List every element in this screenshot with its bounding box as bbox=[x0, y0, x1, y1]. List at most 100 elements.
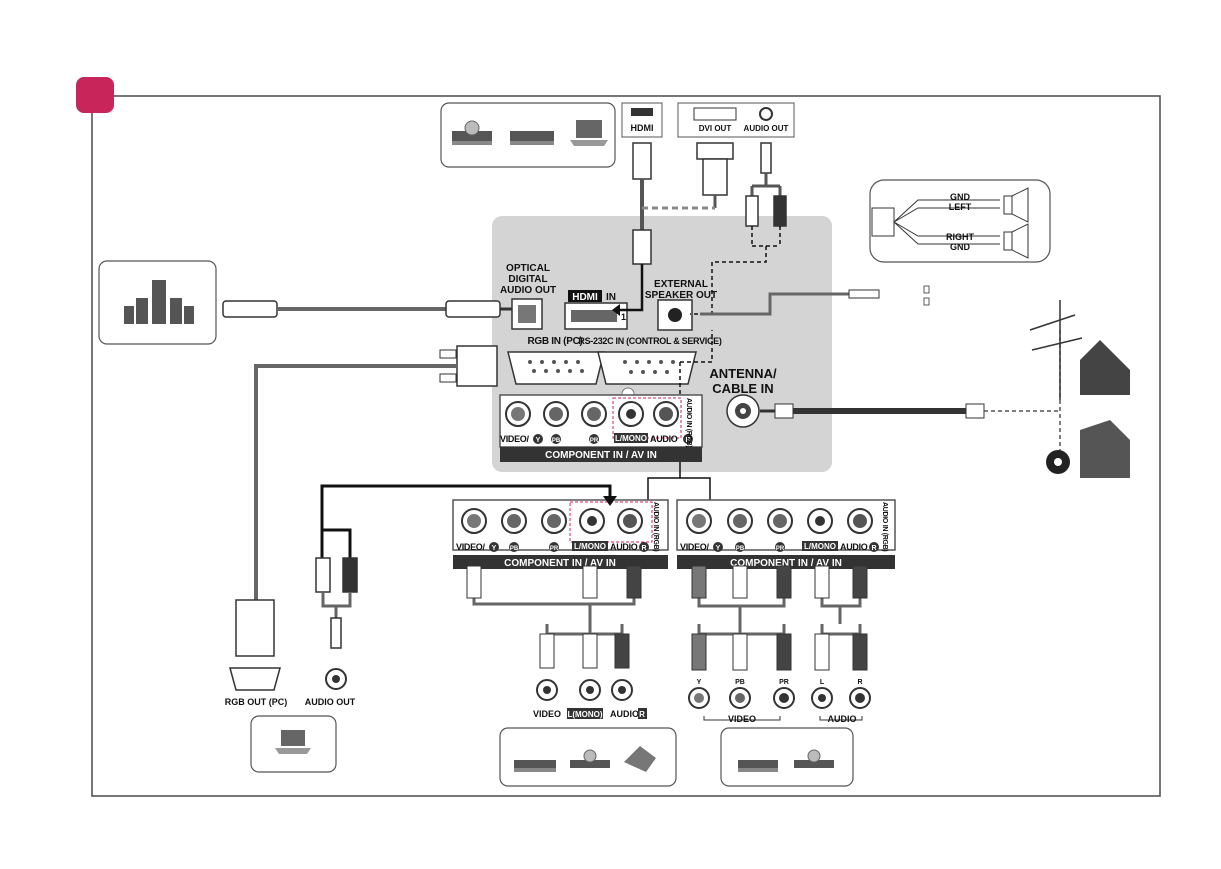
comp-source-y-label: Y bbox=[697, 679, 702, 686]
building-icon bbox=[1080, 420, 1130, 478]
av-lmono-box bbox=[572, 541, 608, 551]
comp-bar bbox=[677, 555, 895, 569]
hdmi-logo-box bbox=[568, 290, 602, 302]
comp-source-pb-label: PB bbox=[735, 679, 745, 686]
av-bar bbox=[453, 555, 668, 569]
comp-pb-dot bbox=[735, 542, 745, 552]
comp-y-dot bbox=[713, 542, 723, 552]
optical-port-inner bbox=[518, 305, 536, 323]
source-hdmi-port bbox=[631, 108, 653, 116]
tv-lmono-box bbox=[614, 433, 648, 443]
rs232-pins bbox=[623, 360, 675, 374]
av-r-label: R bbox=[641, 545, 646, 552]
left-speaker-icon bbox=[1003, 187, 1029, 223]
comp-source-video-label: VIDEO bbox=[728, 714, 756, 724]
tv-audio-in-rgb-label: AUDIO IN (RGB) bbox=[685, 398, 692, 447]
ext-speaker-label-2: SPEAKER OUT bbox=[645, 290, 717, 301]
comp-source-pr-label: PR bbox=[779, 679, 789, 686]
av-y-dot bbox=[489, 542, 499, 552]
av-source-audio-label: AUDIO bbox=[610, 709, 639, 719]
hdmi-cable bbox=[612, 142, 652, 316]
antenna-label-1: ANTENNA/ bbox=[709, 366, 777, 381]
antenna-label-2: CABLE IN bbox=[712, 381, 773, 396]
comp-pr-dot bbox=[775, 542, 785, 552]
av-source-lmono-label: L(MONO) bbox=[567, 710, 602, 719]
rgb-in-label: RGB IN (PC) bbox=[527, 336, 582, 347]
tv-y-label: Y bbox=[536, 437, 541, 444]
av-strip-jacks bbox=[461, 508, 643, 534]
component-source-jacks bbox=[688, 687, 871, 709]
settop-box-icon bbox=[510, 131, 554, 145]
video-bracket bbox=[703, 716, 781, 721]
tv-y-dot bbox=[533, 434, 543, 444]
av-bar-label: COMPONENT IN / AV IN bbox=[504, 558, 616, 569]
step-badge bbox=[76, 77, 114, 113]
tv-pb-label: PB bbox=[552, 438, 561, 444]
gnd-left-label-2: LEFT bbox=[949, 202, 972, 212]
pc-laptop-icon bbox=[275, 730, 311, 754]
house-icon bbox=[1080, 340, 1130, 395]
optical-label-2: DIGITAL bbox=[508, 274, 547, 285]
audio-source-cable bbox=[745, 142, 787, 227]
audio-dashed-route bbox=[711, 226, 781, 314]
gnd-left-label-1: GND bbox=[950, 192, 971, 202]
tv-audio-label: AUDIO bbox=[650, 434, 678, 444]
comp-bar-label: COMPONENT IN / AV IN bbox=[730, 558, 842, 569]
component-strip-jacks bbox=[686, 508, 873, 534]
right-gnd-label-2: GND bbox=[950, 242, 971, 252]
speaker-system-icon bbox=[124, 280, 194, 324]
av-audio-label: AUDIO bbox=[610, 542, 638, 552]
ext-speaker-jack bbox=[668, 308, 682, 322]
rs232-label: RS-232C IN (CONTROL & SERVICE) bbox=[578, 336, 721, 346]
comp-source-audio-label: AUDIO bbox=[828, 714, 857, 724]
dvi-cable bbox=[696, 142, 734, 208]
pc-rgb-out-port bbox=[229, 667, 281, 691]
comp-pr-label: PR bbox=[776, 546, 785, 552]
hdmi-in-label: IN bbox=[606, 292, 616, 303]
tv-pr-dot bbox=[589, 434, 599, 444]
source-hdmi-label: HDMI bbox=[631, 123, 654, 133]
tv-component-splitter bbox=[647, 462, 711, 500]
speaker-plug-zoom bbox=[871, 207, 895, 237]
comp-audio-label: AUDIO bbox=[840, 542, 868, 552]
optical-cable bbox=[222, 300, 512, 318]
tv-lmono-label: L/MONO bbox=[615, 434, 647, 443]
component-source-cables bbox=[697, 598, 862, 636]
comp-r-label: R bbox=[871, 545, 876, 552]
av-pb-label: PB bbox=[510, 546, 519, 552]
comp-source-r-label: R bbox=[857, 679, 862, 686]
antenna-icon bbox=[1029, 300, 1083, 400]
comp-r-dot bbox=[869, 542, 879, 552]
right-speaker-icon bbox=[1003, 223, 1029, 259]
camcorder-icon bbox=[624, 746, 656, 772]
comp-audio-in-rgb-label: AUDIO IN (RGB) bbox=[881, 502, 888, 551]
pc-audio-cable bbox=[315, 484, 617, 649]
component-strip-plugs bbox=[691, 565, 868, 671]
optical-label-1: OPTICAL bbox=[506, 263, 550, 274]
comp-lmono-box bbox=[802, 541, 838, 551]
av-source-video-label: VIDEO bbox=[533, 709, 561, 719]
audio-dashed-branch bbox=[680, 330, 713, 363]
satellite-dish-icon bbox=[1046, 450, 1070, 474]
tv-component-bar-label: COMPONENT IN / AV IN bbox=[545, 450, 657, 461]
av-r-dot bbox=[639, 542, 649, 552]
component-source-box bbox=[720, 727, 854, 787]
hdmi-number: 1 bbox=[621, 312, 626, 322]
av-audio-in-rgb-label: AUDIO IN (RGB) bbox=[652, 502, 659, 551]
av-pr-label: PR bbox=[550, 546, 559, 552]
comp-source-l-label: L bbox=[820, 679, 825, 686]
av-strip-plugs bbox=[466, 565, 642, 669]
tv-pb-dot bbox=[551, 434, 561, 444]
tv-r-dot bbox=[683, 434, 693, 444]
av-y-label: Y bbox=[492, 545, 497, 552]
comp-lmono-label: L/MONO bbox=[804, 542, 836, 551]
optical-label-3: AUDIO OUT bbox=[500, 285, 556, 296]
source-audio-jack bbox=[759, 107, 773, 121]
component-player-icon bbox=[738, 760, 778, 772]
audio-bracket bbox=[819, 716, 863, 721]
tv-component-jacks bbox=[505, 401, 679, 427]
source-dvi-label: DVI OUT bbox=[699, 124, 732, 133]
diagram-frame bbox=[91, 95, 1161, 797]
speaker-wires bbox=[893, 199, 1000, 245]
comp-video-label: VIDEO/ bbox=[680, 542, 710, 552]
